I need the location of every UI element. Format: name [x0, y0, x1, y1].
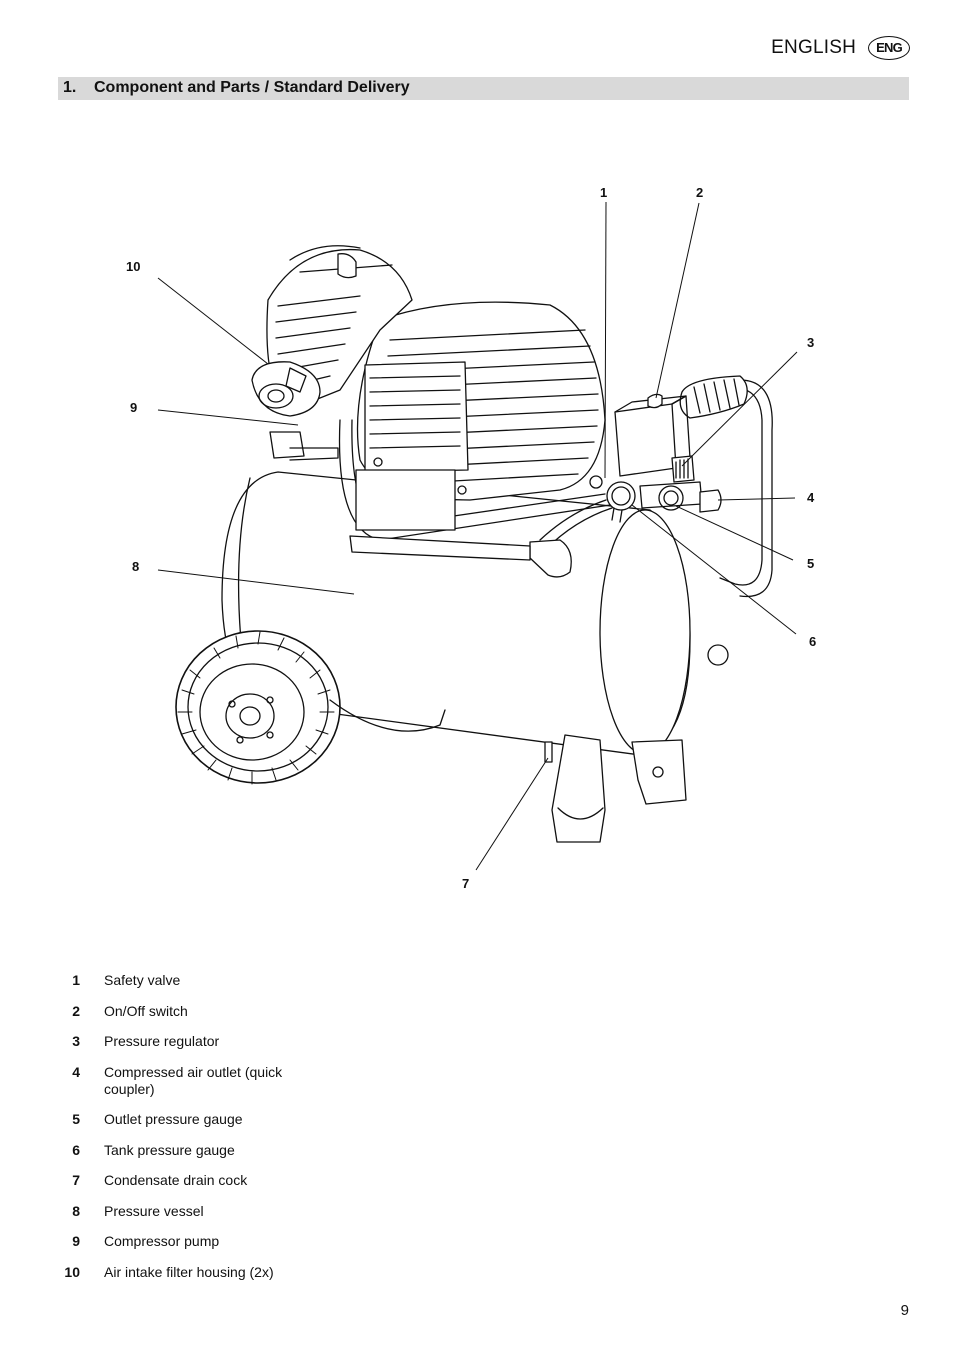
callout-6: 6 — [809, 634, 816, 649]
callout-4: 4 — [807, 490, 815, 505]
leader-line-2 — [655, 202, 700, 399]
page-number: 9 — [900, 1302, 909, 1319]
list-item: 1 Safety valve — [58, 972, 358, 989]
language-label: ENGLISH — [771, 37, 856, 58]
part-number: 5 — [72, 1111, 80, 1127]
part-number: 4 — [72, 1063, 80, 1080]
callout-10: 10 — [126, 259, 140, 274]
leader-line-8 — [157, 569, 355, 595]
leader-line-3 — [681, 351, 798, 467]
callout-8: 8 — [132, 559, 139, 574]
list-item: 3 Pressure regulator — [58, 1033, 358, 1050]
list-item: 4 Compressed air outlet (quick coupler) — [58, 1064, 358, 1098]
pressure-regulator — [671, 455, 695, 483]
language-indicator: ENGLISH ENG — [771, 36, 910, 60]
leader-line-6 — [631, 504, 797, 635]
tank-end-cap — [599, 509, 691, 755]
callout-1: 1 — [600, 185, 607, 200]
callout-9: 9 — [130, 400, 137, 415]
list-item: 10 Air intake filter housing (2x) — [58, 1264, 358, 1281]
part-label: Outlet pressure gauge — [104, 1111, 243, 1127]
leader-line-5 — [675, 505, 794, 561]
tank-foot-rear — [631, 739, 687, 805]
list-item: 9 Compressor pump — [58, 1233, 358, 1250]
parts-list: 1 Safety valve 2 On/Off switch 3 Pressur… — [58, 972, 358, 1294]
part-label: Pressure regulator — [104, 1033, 220, 1049]
leader-line-4 — [717, 497, 796, 501]
part-label: On/Off switch — [104, 1002, 188, 1019]
part-number: 6 — [72, 1141, 80, 1158]
leader-line-7 — [475, 757, 549, 871]
part-label: Air intake filter housing (2x) — [104, 1263, 274, 1280]
outlet-pressure-gauge-shape — [658, 485, 684, 511]
callout-3: 3 — [807, 335, 814, 350]
part-number: 7 — [72, 1172, 80, 1188]
motor-base — [355, 469, 456, 531]
callout-5: 5 — [807, 556, 814, 571]
callout-7: 7 — [462, 876, 469, 891]
part-number: 10 — [64, 1263, 80, 1280]
part-number: 1 — [72, 972, 80, 988]
section-title: 1. Component and Parts / Standard Deliver… — [63, 79, 410, 97]
leader-line-1 — [604, 201, 607, 479]
leader-line-10 — [157, 277, 269, 365]
list-item: 6 Tank pressure gauge — [58, 1142, 358, 1159]
list-item: 5 Outlet pressure gauge — [58, 1111, 358, 1128]
quick-coupler — [699, 489, 722, 513]
part-number: 8 — [72, 1202, 80, 1219]
part-label: Pressure vessel — [104, 1202, 204, 1219]
tank-foot-right — [551, 734, 606, 843]
section-title-text: Component and Parts / Standard Delivery — [94, 79, 410, 96]
list-item: 7 Condensate drain cock — [58, 1172, 358, 1189]
section-heading-bar: 1. Component and Parts / Standard Deliver… — [58, 77, 909, 100]
part-number: 2 — [72, 1002, 80, 1019]
part-label: Compressor pump — [104, 1233, 220, 1249]
part-number: 3 — [72, 1033, 80, 1049]
pressure-switch — [614, 403, 677, 477]
list-item: 8 Pressure vessel — [58, 1203, 358, 1220]
tank-pressure-gauge-shape — [606, 481, 636, 511]
part-label: Condensate drain cock — [104, 1172, 248, 1188]
part-label: Compressed air outlet (quick coupler) — [104, 1063, 283, 1097]
part-label: Safety valve — [104, 972, 181, 988]
callout-2: 2 — [696, 185, 703, 200]
part-number: 9 — [72, 1233, 80, 1249]
part-label: Tank pressure gauge — [104, 1141, 235, 1158]
leader-line-9 — [157, 409, 299, 426]
language-badge-icon: ENG — [868, 36, 910, 60]
list-item: 2 On/Off switch — [58, 1003, 358, 1020]
section-number: 1. — [63, 79, 77, 96]
